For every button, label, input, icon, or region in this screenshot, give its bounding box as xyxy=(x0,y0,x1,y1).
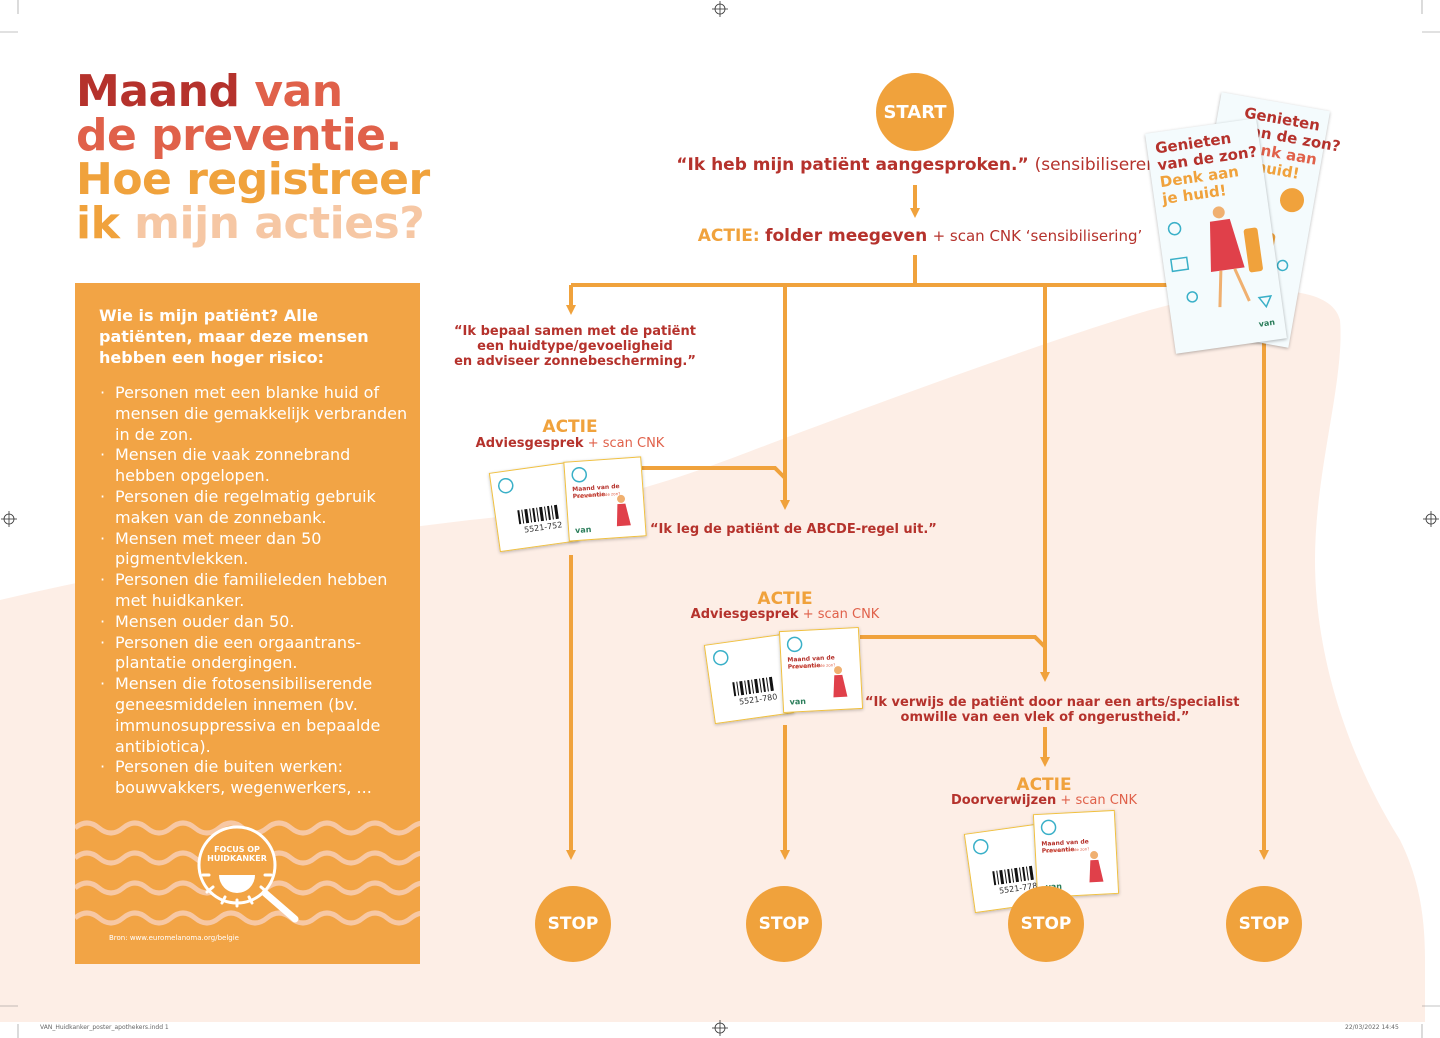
main-action-label: ACTIE: xyxy=(697,226,760,246)
action-2-bold: Adviesgesprek xyxy=(690,607,799,622)
magnifier-sun-icon xyxy=(197,825,299,923)
action-3-title: ACTIE xyxy=(1016,775,1072,795)
quote-line: een huidtype/gevoeligheid xyxy=(477,339,673,354)
risk-list-item: Personen die familieleden hebben met hui… xyxy=(97,570,412,612)
risk-list-item: Mensen die vaak zonnebrand hebben opgelo… xyxy=(97,445,412,487)
action-3-plus: + scan CNK xyxy=(1060,793,1138,808)
main-action-plus: + scan CNK ‘sensibilisering’ xyxy=(932,227,1143,245)
focus-huidkanker-badge: FOCUS OP HUIDKANKER xyxy=(195,823,305,927)
title-line-3: Hoe registreer xyxy=(76,154,430,205)
cnk-card-stack-1: 5521-752 Maand van de Preventie Genieten… xyxy=(488,455,650,565)
main-quote-text: “Ik heb mijn patiënt aangesproken.” xyxy=(676,155,1029,175)
sun-woman-illustration xyxy=(786,636,848,698)
quote-referral: “Ik verwijs de patiënt door naar een art… xyxy=(865,695,1240,725)
quote-abcde: “Ik leg de patiënt de ABCDE-regel uit.” xyxy=(650,522,937,537)
action-1-detail: Adviesgesprek + scan CNK xyxy=(470,436,670,451)
title-words-mijn-acties: mijn acties? xyxy=(134,198,425,249)
barcode-icon xyxy=(498,477,559,525)
action-3-bold: Doorverwijzen xyxy=(950,793,1057,808)
title-word-van: van xyxy=(254,66,343,117)
promo-card: Maand van de Preventie Genieten van de z… xyxy=(563,456,647,542)
risk-list: Personen met een blanke huid of mensen d… xyxy=(97,383,412,799)
sun-woman-illustration xyxy=(571,466,631,527)
title-line-2: de preventie. xyxy=(76,110,402,161)
page-title: Maand van de preventie. Hoe registreer i… xyxy=(76,70,430,246)
action-3-detail: Doorverwijzen + scan CNK xyxy=(944,793,1144,808)
action-1-plus: + scan CNK xyxy=(587,436,665,451)
folder-front: Genieten van de zon? Denk aan je huid! v… xyxy=(1145,118,1287,354)
print-slug-file: VAN_Huidkanker_poster_apothekers.indd 1 xyxy=(40,1024,169,1031)
title-word-ik: ik xyxy=(76,198,120,249)
stop-node-4: STOP xyxy=(1226,886,1302,962)
cnk-card-stack-3: 5521-778 Maand van de Preventie Genieten… xyxy=(963,809,1125,922)
barcode-card: 5521-778 xyxy=(963,822,1055,914)
main-action-text: folder meegeven xyxy=(765,226,928,246)
action-1-title: ACTIE xyxy=(542,417,598,437)
badge-line-1: FOCUS OP xyxy=(214,845,260,854)
risk-groups-panel: Wie is mijn patiënt? Alle patiënten, maa… xyxy=(75,283,420,964)
title-word-maand: Maand xyxy=(76,66,240,117)
badge-line-2: HUIDKANKER xyxy=(207,854,267,863)
sun-woman-illustration xyxy=(1040,819,1104,883)
print-slug-date: 22/03/2022 14:45 xyxy=(1345,1024,1399,1031)
barcode-icon xyxy=(973,838,1034,886)
barcode-icon xyxy=(713,649,774,697)
risk-list-item: Personen die buiten werken: bouwvakkers,… xyxy=(97,757,412,799)
cnk-card-stack-2: 5521-780 Maand van de Preventie Genieten… xyxy=(703,625,865,735)
quote-line: en adviseer zonnebescherming.” xyxy=(454,354,696,369)
quote-skin-type: “Ik bepaal samen met de patiënt een huid… xyxy=(445,324,705,369)
quote-line: “Ik verwijs de patiënt door naar een art… xyxy=(865,695,1240,710)
main-quote-suffix: (sensibiliseren) xyxy=(1034,155,1164,175)
quote-line: “Ik bepaal samen met de patiënt xyxy=(454,324,696,339)
start-node: START xyxy=(876,73,954,151)
main-quote: “Ik heb mijn patiënt aangesproken.” (sen… xyxy=(640,155,1200,175)
promo-card: Maand van de Preventie Genieten van de z… xyxy=(1032,809,1120,899)
card-logo: van xyxy=(574,525,592,536)
risk-list-item: Personen die regelmatig gebruik maken va… xyxy=(97,487,412,529)
card-logo: van xyxy=(789,696,807,707)
action-2-detail: Adviesgesprek + scan CNK xyxy=(685,607,885,622)
stop-node-2: STOP xyxy=(746,886,822,962)
panel-heading: Wie is mijn patiënt? Alle patiënten, maa… xyxy=(99,306,369,367)
action-1-bold: Adviesgesprek xyxy=(475,436,584,451)
woman-beach-illustration xyxy=(1167,206,1273,309)
risk-list-item: Mensen die fotosensibiliserende geneesmi… xyxy=(97,674,412,757)
stop-node-3: STOP xyxy=(1008,886,1084,962)
main-action: ACTIE: folder meegeven + scan CNK ‘sensi… xyxy=(640,226,1200,246)
stop-node-1: STOP xyxy=(535,886,611,962)
promo-card: Maand van de Preventie Genieten van de z… xyxy=(778,626,864,714)
risk-list-item: Personen met een blanke huid of mensen d… xyxy=(97,383,412,445)
risk-list-item: Personen die een orgaantrans-plantatie o… xyxy=(97,633,412,675)
barcode-card: 5521-780 xyxy=(703,633,795,725)
action-2-title: ACTIE xyxy=(757,589,813,609)
barcode-card: 5521-752 xyxy=(488,461,580,553)
source-note: Bron: www.euromelanoma.org/belgie xyxy=(109,934,239,942)
risk-list-item: Mensen ouder dan 50. xyxy=(97,612,412,633)
risk-list-item: Mensen met meer dan 50 pigmentvlekken. xyxy=(97,529,412,571)
action-2-plus: + scan CNK xyxy=(802,607,880,622)
quote-line: omwille van een vlek of ongerustheid.” xyxy=(900,710,1190,725)
